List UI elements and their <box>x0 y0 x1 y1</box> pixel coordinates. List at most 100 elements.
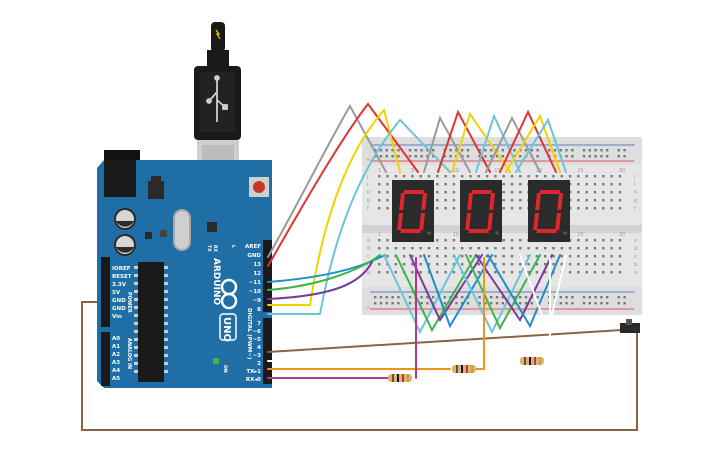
segment <box>403 190 424 194</box>
power-section-label: POWER <box>126 292 132 313</box>
rail-plus-label: + <box>366 157 370 163</box>
pin-ioref-label: IOREF <box>112 266 131 272</box>
pin-a1-label: A1 <box>112 344 120 350</box>
row-letter: g <box>367 198 370 204</box>
wires-bottom <box>383 254 567 336</box>
column-number: 1 <box>378 168 381 174</box>
power-led <box>213 358 219 364</box>
pin-a2-label: A2 <box>112 352 120 358</box>
segment <box>557 193 563 210</box>
pin-vin-label: Vin <box>112 314 122 320</box>
segment <box>467 193 473 210</box>
column-number: 15 <box>494 168 500 174</box>
column-number: 10 <box>453 232 459 238</box>
pin-3-label: ~3 <box>253 353 262 359</box>
pin-tx1-label: TX▸1 <box>246 369 261 375</box>
wire-yellow[interactable] <box>267 107 401 306</box>
pin-4-label: 4 <box>257 345 261 351</box>
analog-section-label: ANALOG IN <box>126 338 132 369</box>
segment <box>419 213 425 230</box>
rail-minus-label-bottom: − <box>632 290 636 296</box>
pin-8-label: 8 <box>257 307 261 313</box>
digital-section-label: DIGITAL (PWM~) <box>246 308 252 360</box>
pin-5v-label: 5V <box>112 290 121 296</box>
arduino-uno-board[interactable]: ARDUINO UNO DIGITAL (PWM~) POWER ANALOG … <box>97 150 272 388</box>
wire-brown-switch[interactable] <box>267 329 623 353</box>
column-number: 10 <box>453 168 459 174</box>
seven-segment-display[interactable]: 0 <box>392 180 434 242</box>
pin-a3-label: A3 <box>112 360 120 366</box>
pin-reset-label: RESET <box>112 274 132 280</box>
dc-power-jack <box>104 155 136 197</box>
row-letter: e <box>367 238 370 244</box>
pin-gnd-d-label: GND <box>247 253 261 259</box>
pin-11-label: ~11 <box>249 280 261 286</box>
crystal-oscillator <box>173 209 191 251</box>
pin-12-label: 12 <box>253 271 261 277</box>
slide-switch[interactable] <box>620 319 640 333</box>
wire-red[interactable] <box>267 102 419 267</box>
segment <box>465 213 471 230</box>
power-header[interactable] <box>101 257 110 327</box>
segment <box>536 229 557 233</box>
analog-header[interactable] <box>101 332 110 386</box>
wire-gray[interactable] <box>267 103 387 258</box>
column-number: 25 <box>577 168 583 174</box>
row-letter: i <box>634 182 635 188</box>
wire-cyan[interactable] <box>267 118 451 315</box>
row-letter: i <box>367 182 368 188</box>
row-letter: c <box>367 254 370 260</box>
segment <box>471 190 492 194</box>
pin-3v3-label: 3.3V <box>112 282 127 288</box>
column-number: 5 <box>411 168 414 174</box>
row-letter: j <box>633 174 635 180</box>
board-brand: ARDUINO <box>211 258 221 306</box>
segment <box>555 213 561 230</box>
segment <box>397 213 403 230</box>
row-letter: h <box>634 190 637 196</box>
pin-gnd-label: GND <box>112 298 126 304</box>
wire-green[interactable] <box>267 254 381 291</box>
row-letter: b <box>634 262 637 268</box>
row-letter: d <box>367 246 370 252</box>
pin-5-label: ~5 <box>253 337 262 343</box>
segment <box>468 229 490 233</box>
digital-header-bottom[interactable] <box>263 318 272 384</box>
digital-header-top[interactable] <box>263 240 272 312</box>
decimal-point <box>427 231 431 235</box>
row-letter: b <box>367 262 370 268</box>
column-number: 30 <box>619 232 625 238</box>
pin-2-label: 2 <box>257 361 261 367</box>
resistor[interactable] <box>520 357 544 365</box>
seven-segment-display[interactable]: 0 <box>528 180 570 242</box>
segment <box>400 229 422 233</box>
wires-lower <box>267 257 623 379</box>
resistor[interactable] <box>452 365 476 373</box>
decimal-point <box>495 231 499 235</box>
column-number: 30 <box>619 168 625 174</box>
wires-top <box>267 102 567 315</box>
pin-10-label: ~10 <box>249 289 261 295</box>
row-letter: c <box>634 254 637 260</box>
pin-13-label: 13 <box>253 262 261 268</box>
wire-purple-a[interactable] <box>267 261 373 300</box>
segment <box>539 190 560 194</box>
pin-rx0-label: RX◂0 <box>246 377 261 383</box>
l-led-label: L <box>230 245 236 248</box>
segment <box>535 193 541 210</box>
pin-aref-label: AREF <box>245 244 261 250</box>
row-letter: a <box>367 270 370 276</box>
wire-gnd-loop[interactable] <box>81 301 638 431</box>
tx-led-label: TX <box>206 245 212 252</box>
segment <box>421 193 427 210</box>
pin-a5-label: A5 <box>112 376 120 382</box>
column-number: 25 <box>577 232 583 238</box>
column-number: 1 <box>378 232 381 238</box>
board-model: UNO <box>221 317 232 342</box>
seven-segment-display[interactable]: 0 <box>460 180 502 242</box>
rx-led-label: RX <box>212 245 218 252</box>
pin-7-label: 7 <box>257 321 261 327</box>
resistor[interactable] <box>388 374 412 382</box>
row-letter: d <box>634 246 637 252</box>
